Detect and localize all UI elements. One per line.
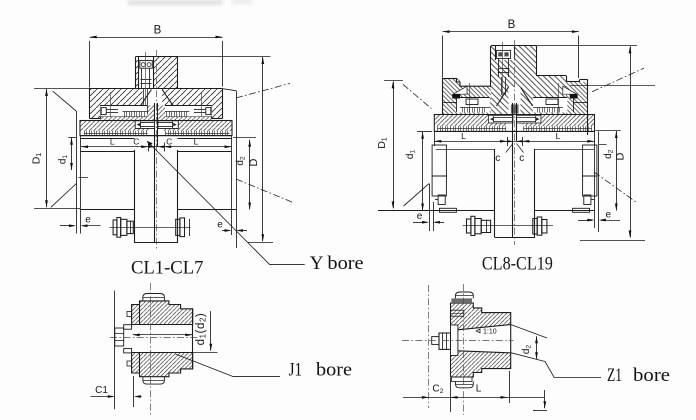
svg-text:bore: bore [633,365,670,386]
svg-text:L: L [461,131,466,141]
svg-text:L: L [110,136,115,146]
svg-text:CL8-CL19: CL8-CL19 [482,254,553,275]
svg-text:e: e [85,214,91,225]
svg-text:e: e [417,211,423,222]
svg-text:D: D [614,152,626,160]
svg-text:c: c [519,153,524,164]
svg-text:B: B [508,19,516,31]
svg-text:d1: d1 [405,150,417,160]
svg-text:L: L [556,131,561,141]
svg-text:C: C [166,136,172,146]
svg-text:C1: C1 [95,385,108,396]
svg-text:d2: d2 [603,149,615,159]
svg-text:d1(d2): d1(d2) [195,313,208,346]
svg-text:CL1-CL7: CL1-CL7 [131,258,204,279]
svg-text:e: e [606,209,612,220]
svg-text:J1: J1 [289,359,303,380]
svg-text:C: C [133,136,139,146]
svg-text:B: B [154,25,162,37]
svg-text:C2: C2 [432,384,443,396]
svg-text:c: c [495,153,500,164]
svg-text:1:10: 1:10 [483,328,497,335]
svg-text:L: L [194,136,199,146]
svg-text:D1: D1 [31,153,44,165]
svg-text:D1: D1 [376,137,389,149]
svg-text:L: L [476,384,482,395]
svg-text:d2: d2 [235,156,247,166]
svg-text:bore: bore [327,253,363,274]
svg-text:Y: Y [310,253,324,274]
svg-text:bore: bore [316,359,352,380]
svg-text:D: D [248,158,260,166]
svg-text:d1: d1 [58,155,70,165]
svg-text:d2: d2 [521,345,533,355]
svg-text:Z1: Z1 [607,365,622,386]
svg-text:e: e [217,220,223,231]
